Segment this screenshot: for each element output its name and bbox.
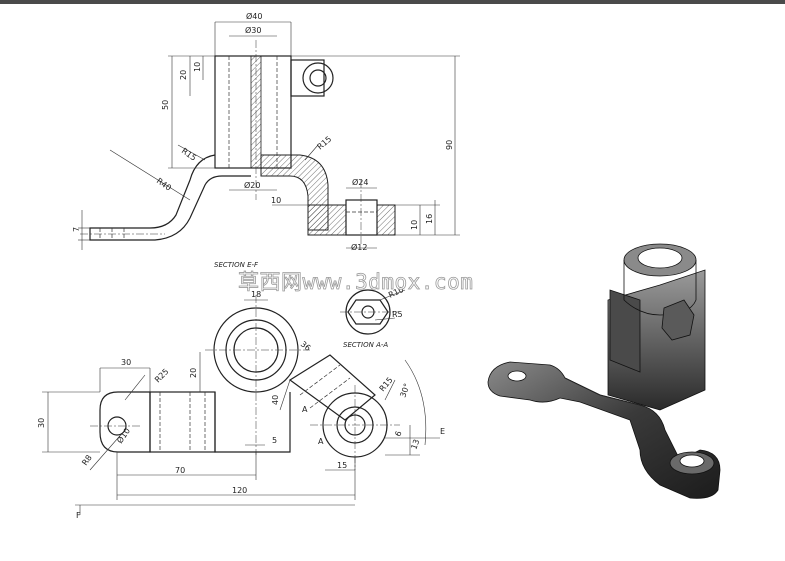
- dim-w70: 70: [175, 466, 185, 475]
- dim-r25: R25: [153, 367, 171, 385]
- dim-h30-top: 30: [37, 418, 46, 428]
- dim-d12: Ø12: [351, 242, 367, 252]
- dim-w6: 6: [393, 430, 403, 438]
- top-view-dimensions: 30 R25 20 18 36 40 R15 30° 30 R8 Ø10 70 …: [37, 261, 445, 520]
- top-border-bar: [0, 0, 785, 4]
- dim-r15-right: R15: [316, 135, 334, 152]
- dim-t10: 10: [271, 196, 281, 205]
- dim-t7: 7: [72, 227, 81, 232]
- dim-d30: Ø30: [245, 25, 261, 35]
- dim-h40: 40: [271, 395, 280, 405]
- dim-t16: 16: [425, 214, 434, 224]
- dim-h20: 20: [179, 70, 188, 80]
- dim-w18: 18: [251, 290, 261, 299]
- dim-d24: Ø24: [352, 177, 368, 187]
- label-a2: A: [318, 437, 324, 446]
- dim-r15-left: R15: [180, 146, 198, 162]
- dim-a30: 30°: [398, 382, 411, 398]
- label-section-aa: SECTION A-A: [343, 341, 388, 349]
- label-e-mark: E: [440, 427, 445, 436]
- watermark-text: 草西网www.3dmox.com: [238, 270, 473, 294]
- label-section-ef: SECTION E-F: [214, 261, 259, 269]
- dim-h10: 10: [193, 62, 202, 72]
- top-view: [42, 289, 440, 515]
- isometric-3d-render: [487, 243, 721, 499]
- dim-h50: 50: [161, 100, 170, 110]
- dim-d40: Ø40: [246, 11, 262, 21]
- label-a1: A: [302, 405, 308, 414]
- dim-w30: 30: [121, 358, 131, 367]
- dim-d20: Ø20: [244, 180, 260, 190]
- dim-r40: R40: [155, 176, 173, 192]
- dim-w120: 120: [232, 486, 247, 495]
- dim-w5: 5: [272, 436, 277, 445]
- dim-w15: 15: [337, 461, 347, 470]
- dim-h20-top: 20: [189, 368, 198, 378]
- dim-w36: 36: [299, 339, 313, 352]
- dim-r8: R8: [80, 453, 93, 467]
- dim-h90: 90: [445, 140, 454, 150]
- dim-r15-top: R15: [378, 375, 395, 393]
- dim-t10b: 10: [410, 220, 419, 230]
- front-view-dimensions: Ø40 Ø30 20 10 50 90 R15 R15 R40 Ø20 Ø24 …: [72, 11, 454, 252]
- dim-w13: 13: [409, 438, 421, 451]
- label-f-mark: F: [76, 511, 81, 520]
- dim-r5: R5: [392, 310, 403, 319]
- front-section-view: [78, 21, 460, 250]
